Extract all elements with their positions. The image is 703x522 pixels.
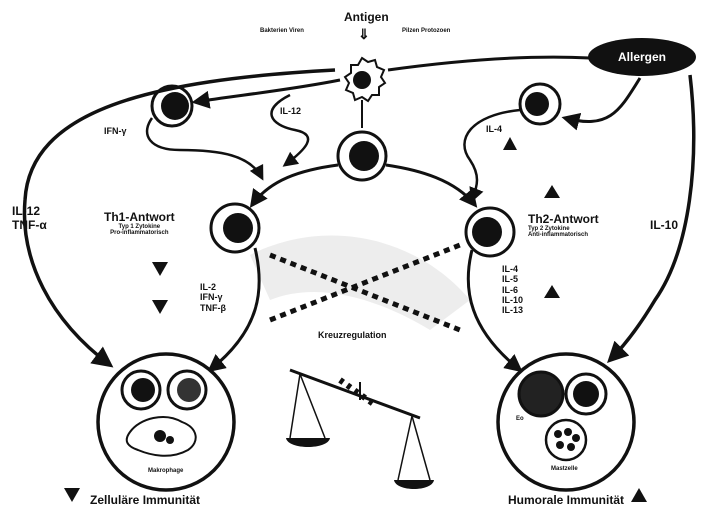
th1-title: Th1-Antwort [104,210,175,224]
allergen-label: Allergen [588,38,696,76]
ifn-gamma-arrow [147,118,262,178]
apc-to-allergen-line [388,57,590,70]
up-triangle-th2-b [544,285,560,298]
th1-text-block: Th1-Antwort Typ 1 Zytokine Pro-inflammat… [104,210,175,236]
humoral-immunity-label: Humorale Immunität [508,493,624,507]
th2-cytokines: IL-4 IL-5 IL-6 IL-10 IL-13 [502,264,523,316]
th2-cell [466,208,514,256]
th2-cytokine: IL-4 [502,264,523,274]
th2-text-block: Th2-Antwort Typ 2 Zytokine Anti-inflamma… [528,212,599,238]
th2-cytokine: IL-13 [502,305,523,315]
th2-cytokine: IL-10 [502,295,523,305]
th1-line2: Pro-inflammatorisch [104,230,175,236]
left-arc-tnf: TNF-α [12,219,47,233]
antigen-right-caption: Pilzen Protozoen [402,28,450,34]
th2-cytokine: IL-6 [502,285,523,295]
th1-cytokine: TNF-β [200,303,226,313]
th1-cytokine: IL-2 [200,282,226,292]
up-triangle-bottom-right [631,488,647,502]
left-cell-label: Makrophage [148,468,183,474]
th1-cytokines: IL-2 IFN-γ TNF-β [200,282,226,313]
antigen-label: Antigen [344,10,389,24]
naive-to-th2-arrow [386,165,475,205]
left-arc-labels: IL-12 TNF-α [12,205,47,233]
right-arc-label: IL-10 [650,218,678,232]
down-triangle-bottom-left [64,488,80,502]
il4-top-label: IL-4 [486,124,502,134]
il12-top-label: IL-12 [280,106,301,116]
down-triangle-th1-b [152,300,168,314]
right-cell-label-eo: Eo [516,416,524,422]
th1-cell [211,204,259,252]
th2-cytokine: IL-5 [502,274,523,284]
right-cell-label-mast: Mastzelle [551,466,578,472]
apc-to-th1-precursor-arrow [195,80,340,102]
naive-to-th1-arrow [252,165,338,205]
balance-scale [286,370,434,489]
up-triangle-il4 [503,137,517,150]
left-arc-il12: IL-12 [12,205,47,219]
antigen-left-caption: Bakterien Viren [260,28,304,34]
th2-precursor-cell [520,84,560,124]
naive-t-cell [338,132,386,180]
th2-line2: Anti-inflammatorisch [528,232,599,238]
antigen-presenting-cell [345,58,385,101]
cross-regulation-label: Kreuzregulation [318,330,387,340]
th2-title: Th2-Antwort [528,212,599,226]
cellular-immunity-label: Zelluläre Immunität [90,493,200,507]
antigen-arrow-icon: ⇓ [358,26,370,43]
ifn-gamma-label: IFN-γ [104,126,127,136]
up-triangle-th2-a [544,185,560,198]
th1-cytokine: IFN-γ [200,292,226,302]
down-triangle-th1-a [152,262,168,276]
allergen-to-th2-precursor-arrow [565,78,640,122]
